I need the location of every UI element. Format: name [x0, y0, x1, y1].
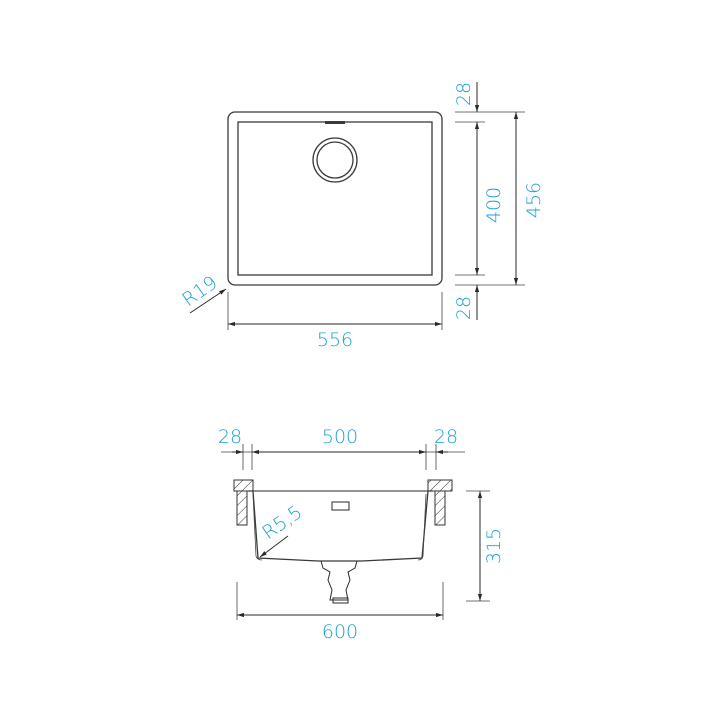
label-r55: R5,5 — [258, 501, 306, 544]
dimension-radius-r19: R19 — [178, 272, 227, 314]
label-315: 315 — [483, 528, 505, 564]
label-556: 556 — [317, 329, 353, 351]
sink-bowl-section — [248, 490, 433, 604]
dimension-top-widths: 28 500 28 — [218, 426, 465, 470]
label-r19: R19 — [178, 272, 221, 311]
label-28-bottom: 28 — [453, 296, 475, 320]
label-28-right: 28 — [434, 426, 458, 448]
dimension-depth-315: 315 — [466, 490, 505, 602]
label-600: 600 — [322, 621, 358, 643]
countertop-section — [233, 479, 453, 526]
dimension-width-600: 600 — [236, 582, 444, 643]
dimension-heights: 28 400 456 28 — [453, 82, 545, 320]
sink-outer-rim — [227, 111, 443, 286]
label-500: 500 — [322, 426, 358, 448]
label-28-left: 28 — [218, 426, 242, 448]
drain-outer — [312, 137, 358, 183]
label-456: 456 — [523, 182, 545, 218]
top-view: 556 R19 28 400 456 28 — [178, 82, 545, 351]
label-400: 400 — [483, 187, 505, 223]
dimension-radius-r55: R5,5 — [258, 501, 306, 558]
sink-inner-bowl — [237, 121, 433, 276]
label-28-top: 28 — [453, 82, 475, 106]
drain-trap — [320, 560, 358, 601]
drain-inner — [316, 141, 354, 179]
section-view: 28 500 28 R5,5 — [218, 426, 505, 643]
overflow-slot — [325, 121, 345, 124]
overflow-slot-section — [331, 501, 350, 511]
dimension-width-556: 556 — [227, 292, 443, 351]
